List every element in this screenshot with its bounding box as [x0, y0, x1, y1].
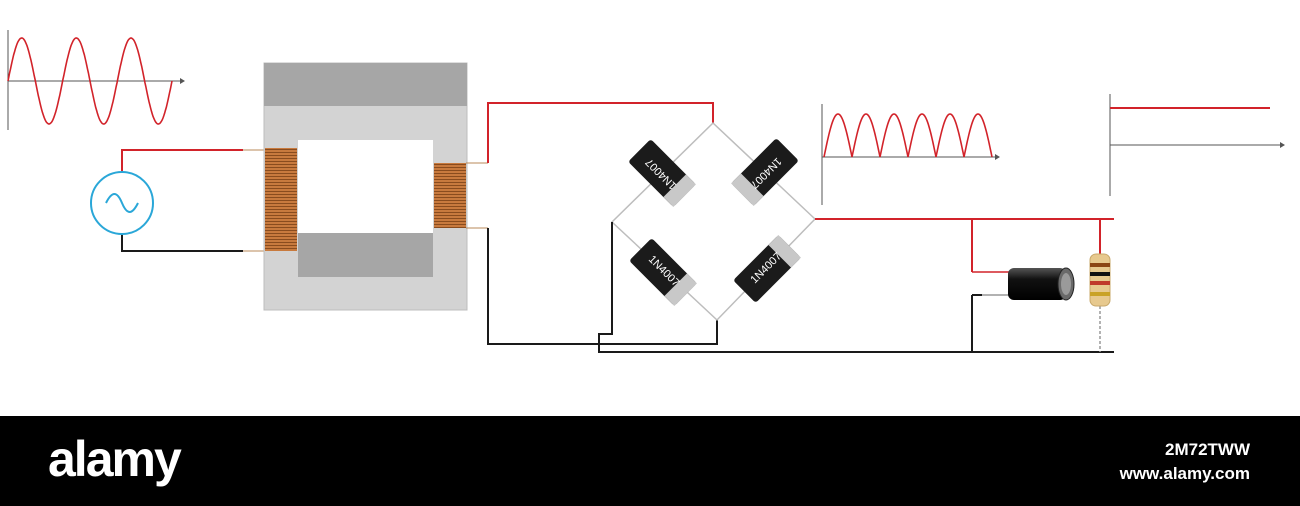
core-window [298, 140, 433, 233]
secondary-negative-wire [487, 228, 718, 345]
rectified-waveform [821, 104, 1000, 205]
source-positive-wire [121, 149, 243, 174]
watermark-bar: alamy 2M72TWW www.alamy.com [0, 416, 1300, 506]
site-url: www.alamy.com [1119, 464, 1250, 483]
secondary-wiring [466, 102, 718, 345]
primary-coil [265, 148, 297, 251]
core-bottom-laminations [298, 233, 433, 277]
dc-negative-rail [598, 222, 1114, 353]
secondary-positive-wire [487, 102, 714, 163]
ac-source-icon [90, 171, 154, 235]
full-wave-rectified-wave [823, 113, 993, 158]
dc-output-waveform [1109, 94, 1285, 196]
circuit-canvas: 1N4007 1N4007 1N4007 1N4007 [7, 30, 1285, 353]
bridge-wires [610, 121, 817, 322]
core-top-laminations [264, 63, 467, 106]
transformer-icon [263, 62, 468, 311]
capacitor-icon [971, 267, 1075, 352]
diode-top-right: 1N4007 [731, 139, 798, 206]
input-graph-arrow [180, 78, 185, 84]
input-ac-waveform [7, 30, 185, 130]
image-id: 2M72TWW [1165, 440, 1250, 459]
ac-sine-wave [7, 37, 173, 125]
dc-positive-rail [815, 218, 1114, 272]
secondary-coil [434, 163, 466, 228]
bridge-rectifier: 1N4007 1N4007 1N4007 1N4007 [610, 121, 817, 322]
source-negative-wire [121, 232, 243, 252]
alamy-logo: alamy [48, 431, 182, 487]
resistor-icon [1089, 253, 1111, 352]
